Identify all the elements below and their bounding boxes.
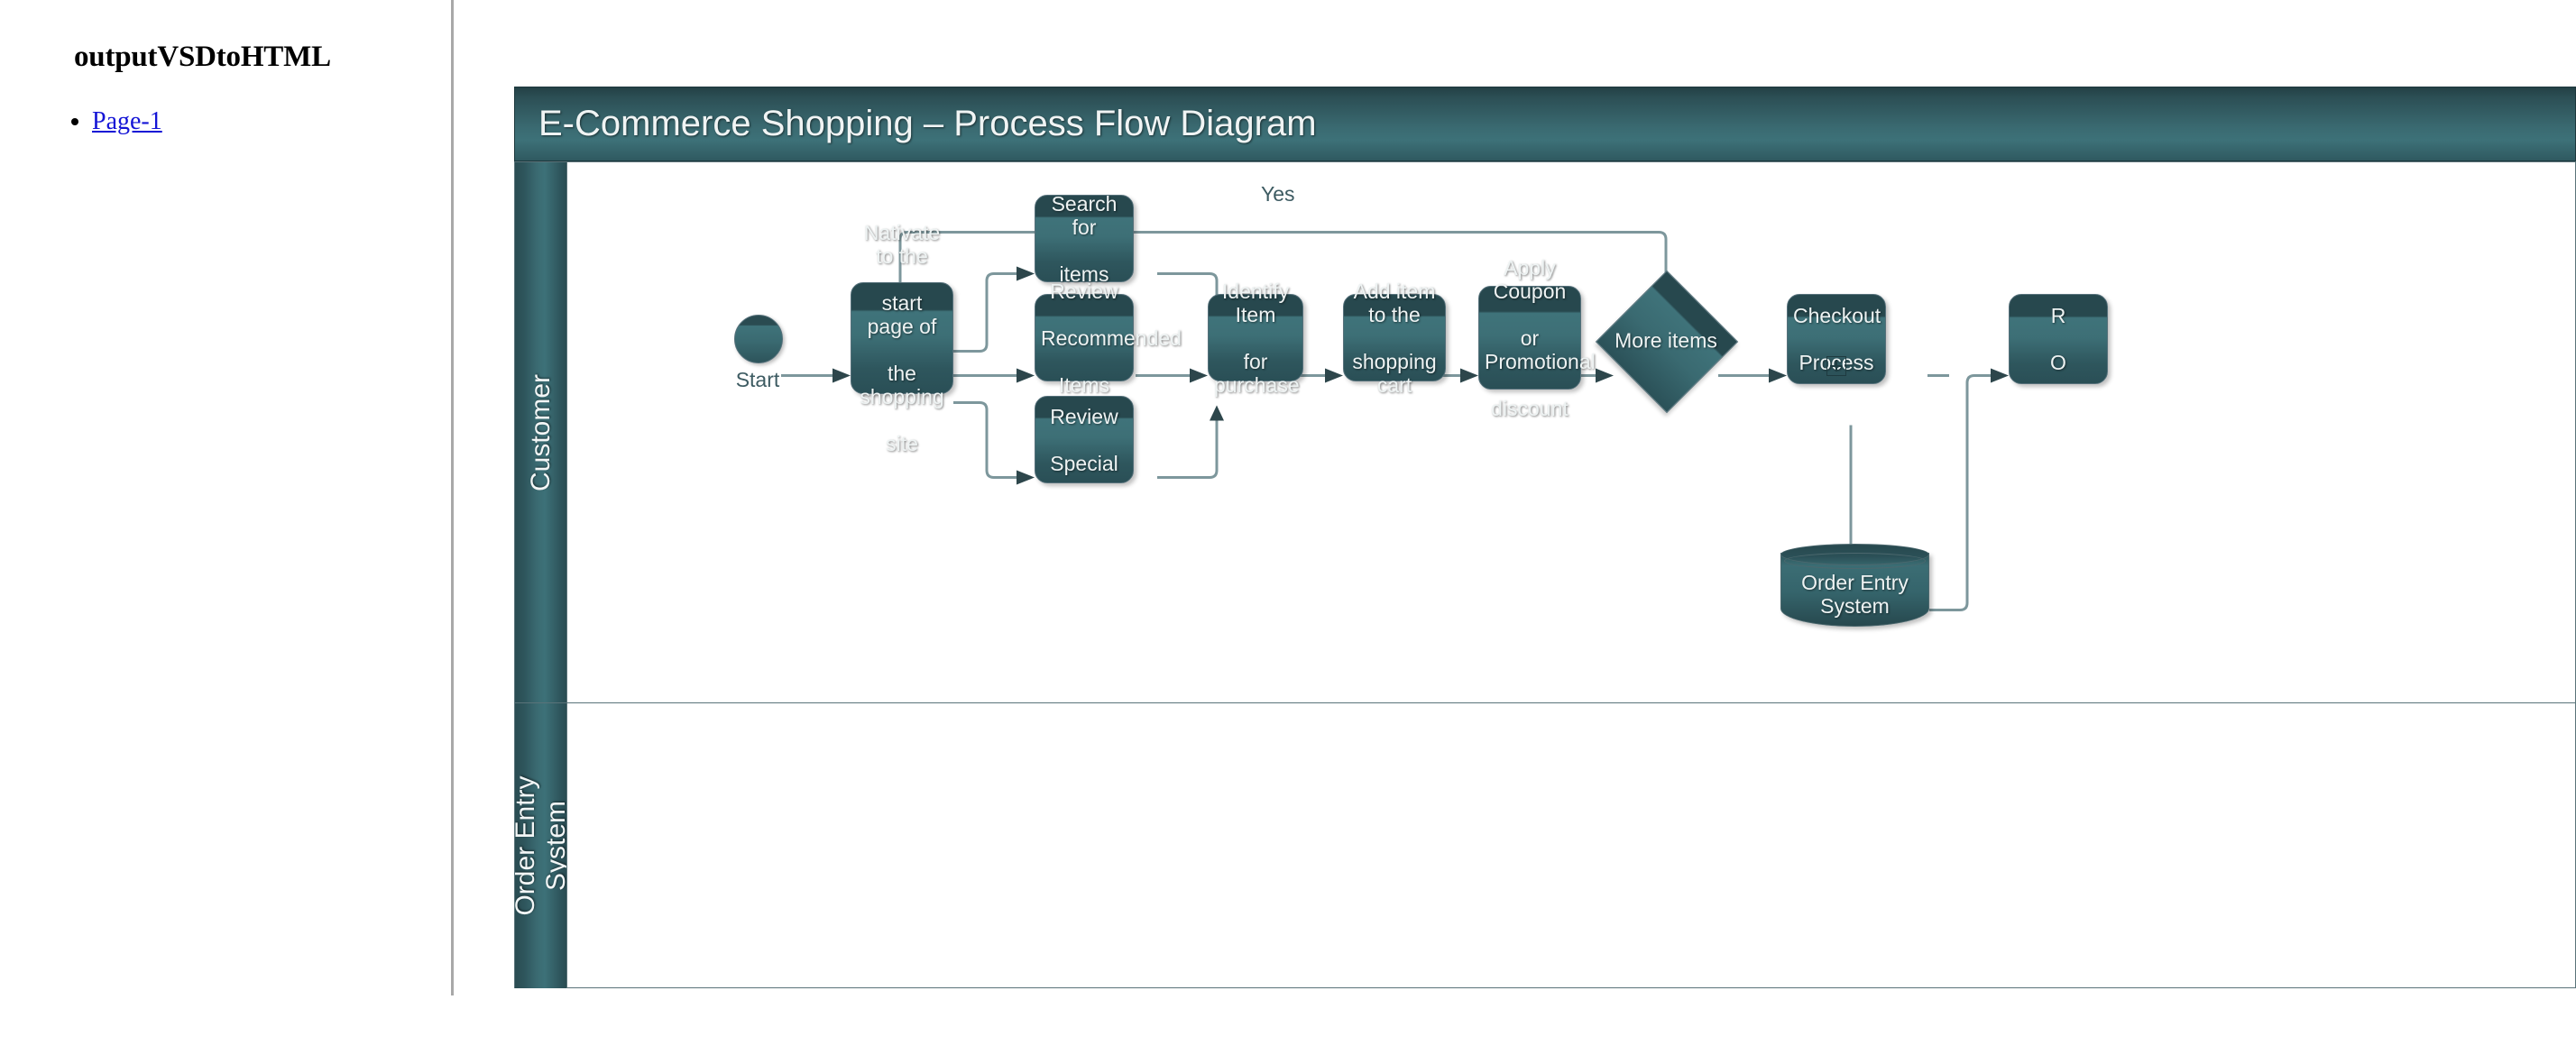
start-node[interactable]: [734, 315, 783, 363]
label-line-1: Review: [1050, 404, 1118, 428]
task-add-item-to-cart[interactable]: Add item to the shopping cart: [1343, 280, 1446, 397]
lane-header-order-entry-system: Order Entry System: [515, 703, 567, 988]
task-search-for-items[interactable]: Search for items: [1035, 192, 1134, 286]
task-review-recommended-items[interactable]: Review Recommended Items: [1035, 280, 1182, 397]
sidebar-page-list: Page-1: [54, 106, 162, 137]
label-line-2: items: [1059, 261, 1109, 286]
decision-more-items[interactable]: More items: [1595, 270, 1739, 414]
page-title: E-Commerce Shopping – Process Flow Diagr…: [538, 104, 1317, 143]
sidebar-title: outputVSDtoHTML: [74, 41, 331, 73]
diagram-canvas: E-Commerce Shopping – Process Flow Diagr…: [514, 87, 2576, 988]
lane-label-line-1: Order Entry: [515, 775, 540, 916]
task-review-rec-label: Review Recommended Items: [1041, 279, 1182, 397]
label-line-1: Checkout: [1793, 304, 1881, 327]
lane-label-customer: Customer: [525, 373, 556, 491]
task-cutoff-label: R O: [2015, 304, 2102, 374]
task-navigate[interactable]: Nativate to the start page of the shoppi…: [851, 221, 953, 455]
subprocess-plus-icon[interactable]: [1826, 356, 1846, 376]
decision-more-items-label: More items: [1615, 328, 1717, 353]
label-line-2: for purchase: [1214, 349, 1300, 397]
label-line-1: Order Entry: [1801, 571, 1909, 594]
label-line-4: site: [886, 432, 918, 455]
label-line-2: or Promotional: [1485, 326, 1596, 373]
task-search-label: Search for items: [1041, 192, 1127, 286]
edge-label-yes: Yes: [1256, 182, 1300, 206]
sidebar: outputVSDtoHTML Page-1: [0, 0, 453, 995]
lane-customer: Customer: [515, 162, 2576, 703]
label-line-1: Identify Item: [1221, 279, 1290, 326]
task-identify-item-for-purchase[interactable]: Identify Item for purchase: [1208, 280, 1303, 397]
label-line-1: Add item to the: [1353, 279, 1436, 326]
sidebar-divider: [451, 0, 454, 995]
label-line-1: R: [2050, 304, 2066, 327]
datastore-label: Order Entry System: [1780, 571, 1929, 618]
label-line-3: discount: [1491, 396, 1569, 420]
lane-label-order-entry-system: Order Entry System: [515, 775, 567, 916]
label-line-1: Search for: [1051, 191, 1118, 239]
start-label: Start: [735, 368, 780, 391]
task-navigate-label: Nativate to the start page of the shoppi…: [857, 221, 947, 455]
swimlane-pool: Customer Order Entry System: [514, 161, 2576, 988]
label-line-2: start page of: [867, 291, 937, 338]
sidebar-item-page-1[interactable]: Page-1: [92, 107, 162, 135]
task-apply-coupon[interactable]: Apply Coupon or Promotional discount: [1478, 256, 1596, 420]
datastore-ring: [1784, 553, 1926, 569]
label-line-2: Recommended: [1041, 326, 1182, 350]
lane-order-entry-system: Order Entry System: [515, 703, 2576, 988]
label-line-3: the shopping: [860, 362, 944, 408]
label-line-2: System: [1820, 594, 1890, 618]
label-line-2: shopping cart: [1352, 349, 1437, 397]
label-line-2: O: [2050, 351, 2066, 374]
label-line-1: Nativate to the: [863, 221, 941, 268]
diagram-title-bar: E-Commerce Shopping – Process Flow Diagr…: [514, 87, 2576, 161]
label-line-2: Special: [1050, 451, 1118, 475]
label-line-1: Review: [1050, 279, 1118, 303]
label-line-1: Apply Coupon: [1493, 255, 1567, 303]
task-checkout-process[interactable]: Checkout Process: [1787, 294, 1886, 384]
task-review-special-label: Review Special: [1041, 405, 1127, 475]
datastore-order-entry-system[interactable]: Order Entry System: [1780, 544, 1929, 627]
label-line-3: Items: [1058, 372, 1110, 397]
task-coupon-label: Apply Coupon or Promotional discount: [1485, 255, 1596, 420]
task-receive-order-cutoff[interactable]: R O: [2009, 294, 2108, 384]
lane-header-customer: Customer: [515, 162, 567, 702]
task-identify-label: Identify Item for purchase: [1214, 279, 1300, 397]
lane-label-line-2: System: [540, 800, 567, 892]
list-item: Page-1: [92, 106, 162, 137]
task-add-cart-label: Add item to the shopping cart: [1349, 280, 1440, 397]
task-review-special[interactable]: Review Special: [1035, 396, 1134, 483]
